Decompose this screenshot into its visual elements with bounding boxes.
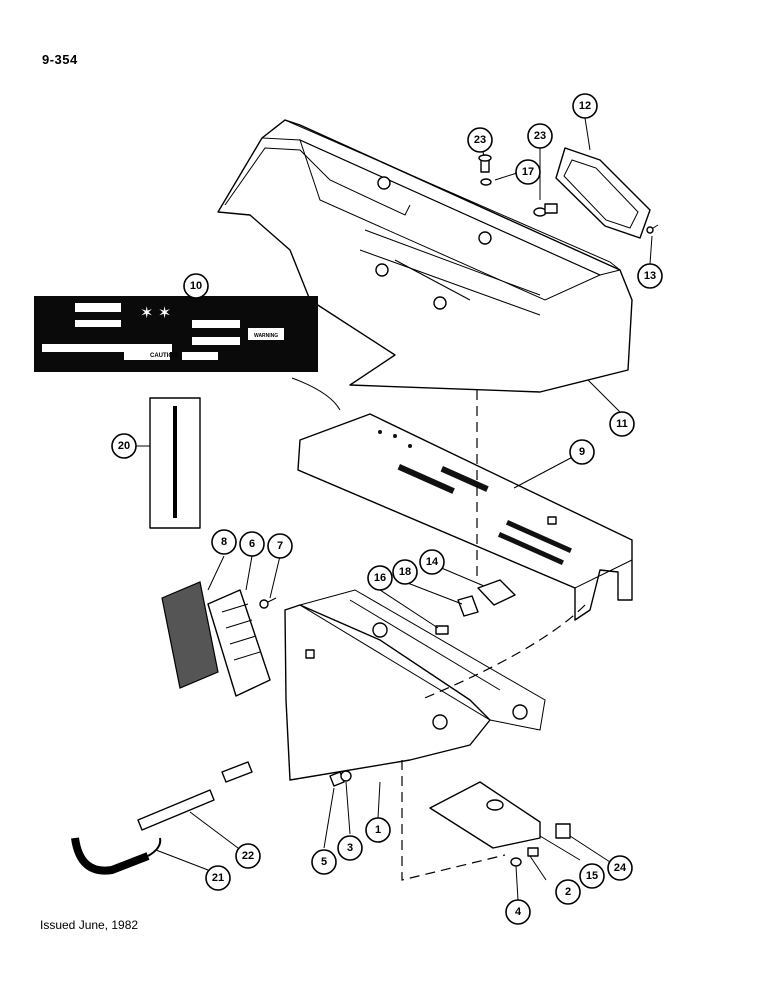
callout-16: 16 — [367, 565, 393, 591]
decal-arrow — [291, 377, 341, 411]
svg-text:22: 22 — [242, 850, 254, 862]
svg-text:4: 4 — [515, 906, 522, 918]
callout-4: 4 — [505, 899, 531, 925]
svg-text:14: 14 — [426, 556, 439, 568]
callout-15: 15 — [579, 863, 605, 889]
callout-21: 21 — [205, 865, 231, 891]
svg-text:6: 6 — [249, 538, 255, 550]
svg-text:9: 9 — [579, 446, 585, 458]
svg-text:5: 5 — [321, 856, 327, 868]
svg-text:16: 16 — [374, 572, 386, 584]
callout-1: 1 — [365, 817, 391, 843]
callout-10: 10 — [183, 273, 209, 299]
svg-text:2: 2 — [565, 886, 571, 898]
part-9-instrument-panel — [297, 413, 633, 621]
callout-7: 7 — [267, 533, 293, 559]
svg-text:✶ ✶: ✶ ✶ — [140, 305, 171, 322]
svg-text:12: 12 — [579, 100, 591, 112]
callout-8: 8 — [211, 529, 237, 555]
part-13-screw — [646, 224, 659, 234]
part-6-slotted-plate — [207, 589, 271, 697]
fasteners-23-17 — [478, 154, 558, 217]
svg-text:1: 1 — [375, 824, 381, 836]
svg-text:18: 18 — [399, 566, 411, 578]
svg-text:23: 23 — [534, 130, 546, 142]
svg-text:10: 10 — [190, 280, 202, 292]
callout-11: 11 — [609, 411, 635, 437]
svg-text:11: 11 — [616, 418, 628, 430]
svg-text:20: 20 — [118, 440, 130, 452]
part-7-screw — [259, 597, 277, 609]
part-22-bar — [137, 761, 253, 831]
callout-9: 9 — [569, 439, 595, 465]
alignment-line-3 — [401, 760, 506, 881]
part-8-filter-pad — [161, 581, 219, 689]
alignment-line-2 — [419, 604, 586, 701]
part-21-strap — [71, 837, 162, 875]
callout-24: 24 — [607, 855, 633, 881]
svg-text:3: 3 — [347, 842, 353, 854]
parts-14-18-16 — [435, 579, 516, 635]
callout-17: 17 — [515, 159, 541, 185]
svg-text:15: 15 — [586, 870, 598, 882]
part-20-strip — [149, 397, 201, 529]
page-number: 9-354 — [42, 52, 78, 67]
svg-text:23: 23 — [474, 134, 486, 146]
svg-text:13: 13 — [644, 270, 656, 282]
part-10-decal-panel: CAUTION WARNING ✶ ✶ — [34, 296, 318, 372]
part-11-console-hood — [217, 119, 633, 393]
callout-23a: 23 — [467, 127, 493, 153]
part-15-bracket — [429, 781, 541, 849]
svg-text:24: 24 — [614, 862, 627, 874]
callout-2: 2 — [555, 879, 581, 905]
svg-text:8: 8 — [221, 536, 227, 548]
callout-12: 12 — [572, 93, 598, 119]
callout-22: 22 — [235, 843, 261, 869]
part-1-console-frame — [284, 589, 546, 781]
callout-5: 5 — [311, 849, 337, 875]
callout-14: 14 — [419, 549, 445, 575]
callout-20: 20 — [111, 433, 137, 459]
warning-label: WARNING — [254, 333, 278, 339]
small-fasteners — [329, 770, 571, 867]
svg-text:17: 17 — [522, 166, 534, 178]
callout-6: 6 — [239, 531, 265, 557]
svg-text:7: 7 — [277, 540, 283, 552]
callout-3: 3 — [337, 835, 363, 861]
part-12-frame-plate — [555, 147, 651, 239]
callout-13: 13 — [637, 263, 663, 289]
caution-label: CAUTION — [150, 353, 177, 359]
svg-text:21: 21 — [212, 872, 224, 884]
callout-23b: 23 — [527, 123, 553, 149]
callout-18: 18 — [392, 559, 418, 585]
issued-date: Issued June, 1982 — [40, 918, 139, 932]
